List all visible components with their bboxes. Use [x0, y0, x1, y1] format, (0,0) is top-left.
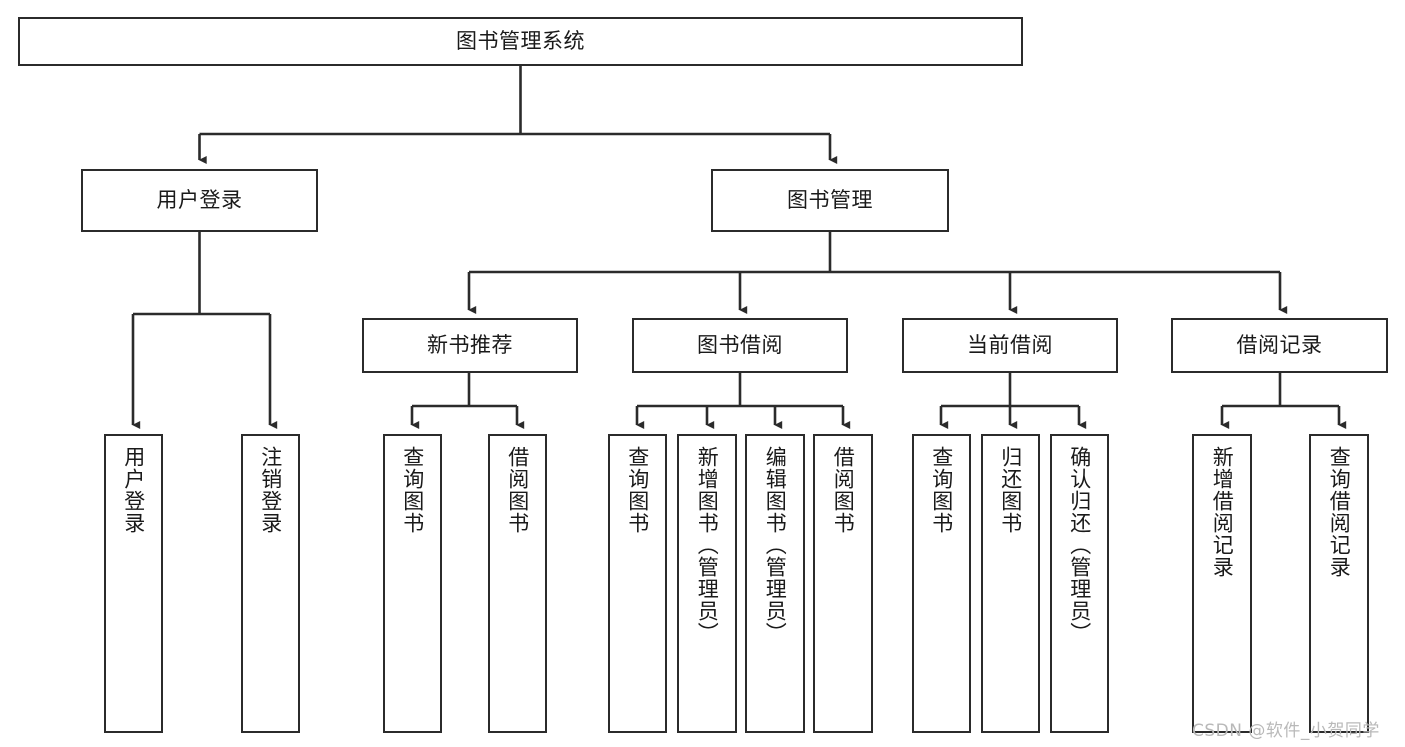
- csdn-watermark: CSDN @软件_小贺同学: [1192, 721, 1380, 741]
- node-leaf-user-login[interactable]: 用户登录: [104, 434, 163, 733]
- node-leaf-add-record-label: 新增借阅记录: [1210, 446, 1235, 578]
- node-leaf-return-book[interactable]: 归还图书: [981, 434, 1040, 733]
- node-leaf-query-book-2-label: 查询图书: [625, 446, 650, 534]
- node-leaf-confirm-return-label: 确认归还（管理员）: [1067, 446, 1092, 644]
- node-leaf-confirm-return[interactable]: 确认归还（管理员）: [1050, 434, 1109, 733]
- node-leaf-query-record[interactable]: 查询借阅记录: [1309, 434, 1369, 733]
- node-book-borrow[interactable]: 图书借阅: [632, 318, 848, 373]
- node-leaf-logout-label: 注销登录: [258, 446, 283, 534]
- node-leaf-query-record-label: 查询借阅记录: [1327, 446, 1352, 578]
- node-new-book-recommend[interactable]: 新书推荐: [362, 318, 578, 373]
- node-current-borrow[interactable]: 当前借阅: [902, 318, 1118, 373]
- node-leaf-query-book-3-label: 查询图书: [929, 446, 954, 534]
- node-leaf-query-book-2[interactable]: 查询图书: [608, 434, 667, 733]
- node-leaf-return-book-label: 归还图书: [998, 446, 1023, 534]
- node-leaf-add-book[interactable]: 新增图书（管理员）: [677, 434, 737, 733]
- node-leaf-query-book-1-label: 查询图书: [400, 446, 425, 534]
- node-book-management[interactable]: 图书管理: [711, 169, 949, 232]
- node-leaf-edit-book-label: 编辑图书（管理员）: [763, 446, 788, 644]
- node-leaf-user-login-label: 用户登录: [121, 446, 146, 534]
- node-user-login[interactable]: 用户登录: [81, 169, 318, 232]
- node-leaf-borrow-book-1[interactable]: 借阅图书: [488, 434, 547, 733]
- node-leaf-logout[interactable]: 注销登录: [241, 434, 300, 733]
- node-leaf-add-book-label: 新增图书（管理员）: [695, 446, 720, 644]
- node-leaf-borrow-book-2-label: 借阅图书: [831, 446, 856, 534]
- node-leaf-borrow-book-1-label: 借阅图书: [505, 446, 530, 534]
- node-leaf-borrow-book-2[interactable]: 借阅图书: [813, 434, 873, 733]
- node-leaf-edit-book[interactable]: 编辑图书（管理员）: [745, 434, 805, 733]
- node-borrow-record[interactable]: 借阅记录: [1171, 318, 1388, 373]
- node-root-system[interactable]: 图书管理系统: [18, 17, 1023, 66]
- node-leaf-query-book-1[interactable]: 查询图书: [383, 434, 442, 733]
- node-leaf-query-book-3[interactable]: 查询图书: [912, 434, 971, 733]
- node-leaf-add-record[interactable]: 新增借阅记录: [1192, 434, 1252, 733]
